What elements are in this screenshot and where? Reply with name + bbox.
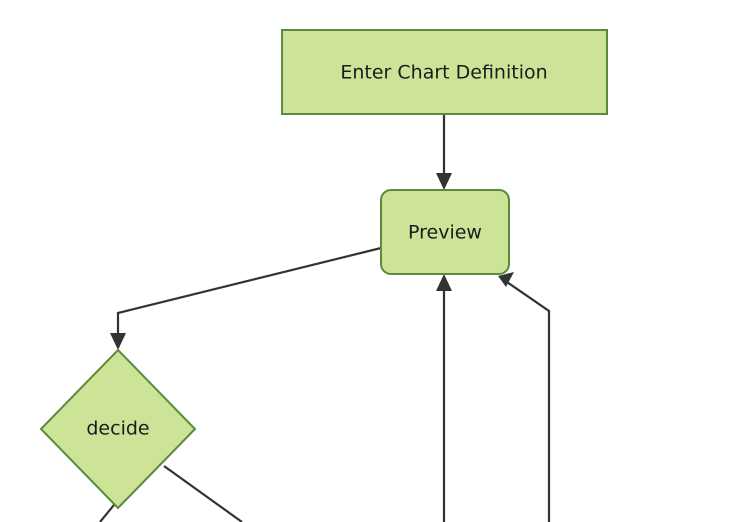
- node-preview[interactable]: Preview: [380, 189, 510, 275]
- edge-preview-to-decide: [116, 246, 382, 342]
- node-decide-shape[interactable]: [39, 348, 197, 510]
- node-preview-label: Preview: [408, 222, 482, 244]
- arrowhead-preview-to-decide: [110, 333, 126, 350]
- edge-decide-bottom-right: [163, 465, 243, 522]
- arrowhead-offscreen-right-to-preview: [498, 272, 514, 287]
- node-decide[interactable]: decide: [39, 348, 197, 510]
- arrowhead-offscreen-center-to-preview: [436, 274, 452, 291]
- node-decide-label: decide: [86, 418, 149, 440]
- node-enter-chart-definition[interactable]: Enter Chart Definition: [281, 29, 608, 115]
- edge-layer: [99, 114, 551, 522]
- node-enter-chart-definition-shape[interactable]: [281, 29, 608, 115]
- arrowhead-enter-to-preview: [436, 173, 452, 190]
- node-preview-shape[interactable]: [380, 189, 510, 275]
- node-layer: Enter Chart Definition Preview decide: [39, 29, 608, 510]
- node-enter-chart-definition-label: Enter Chart Definition: [340, 62, 547, 84]
- edge-offscreen-right-to-preview: [503, 279, 551, 522]
